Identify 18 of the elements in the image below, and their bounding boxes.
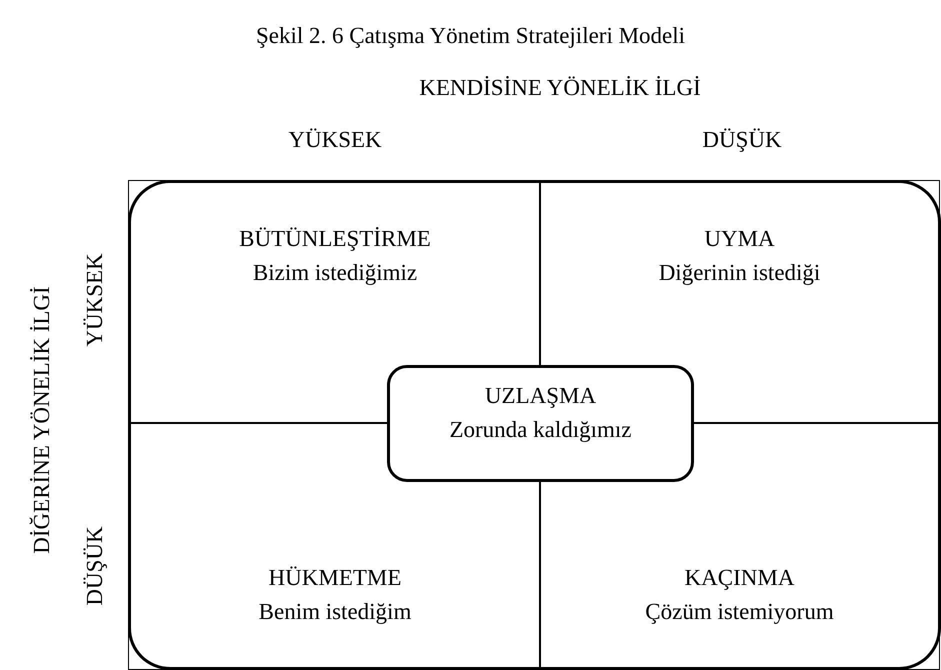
quadrant-description: Benim istediğim [258,598,412,626]
quadrant-description: Bizim istediğimiz [252,258,418,286]
quadrant-heading: KAÇINMA [684,564,794,592]
center-box [387,365,694,482]
figure-title: Şekil 2. 6 Çatışma Yönetim Stratejileri Modeli [254,22,686,50]
axis-level: YÜKSEK [288,126,382,154]
quadrant-description: Diğerinin istediği [658,258,820,286]
axis-title: KENDİSİNE YÖNELİK İLGİ [419,74,701,102]
quadrant-description: Zorunda kaldığımız [449,416,632,444]
quadrant-heading: HÜKMETME [268,564,402,592]
axis-level: DÜŞÜK [81,526,108,606]
axis-level: YÜKSEK [81,253,108,347]
axis-title: DİĞERİNE YÖNELİK İLGİ [28,286,56,554]
quadrant-description: Çözüm istemiyorum [645,598,834,626]
quadrant-heading: UZLAŞMA [484,382,596,410]
axis-level: DÜŞÜK [702,126,782,154]
quadrant-heading: BÜTÜNLEŞTİRME [239,225,431,253]
quadrant-heading: UYMA [704,225,775,253]
